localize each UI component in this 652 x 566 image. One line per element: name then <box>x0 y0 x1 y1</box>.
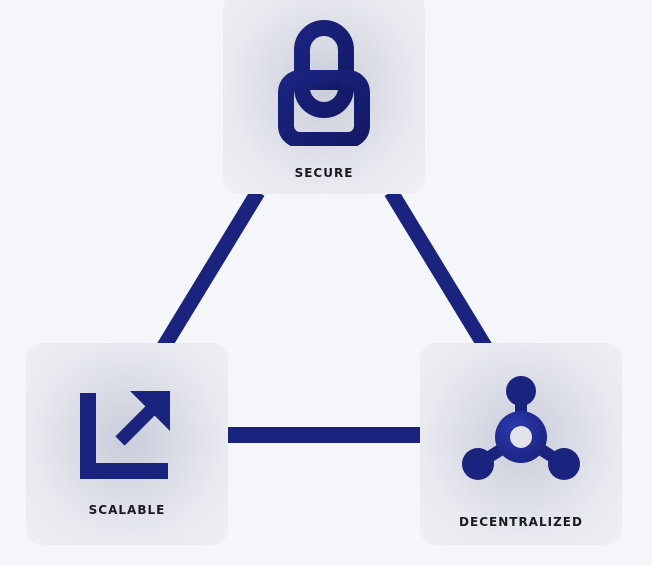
node-label-scalable: SCALABLE <box>88 503 166 517</box>
expand-arrow-icon <box>80 391 170 479</box>
node-label-decentralized: DECENTRALIZED <box>459 515 583 529</box>
edge-secure-scalable <box>156 188 265 352</box>
node-secure: SECURE <box>223 0 425 194</box>
padlock-icon <box>278 20 370 146</box>
node-decentralized: DECENTRALIZED <box>420 343 622 545</box>
edge-secure-decentralized <box>384 188 493 352</box>
node-scalable: SCALABLE <box>26 343 228 545</box>
network-hub-icon <box>462 376 580 480</box>
node-label-secure: SECURE <box>294 166 354 180</box>
